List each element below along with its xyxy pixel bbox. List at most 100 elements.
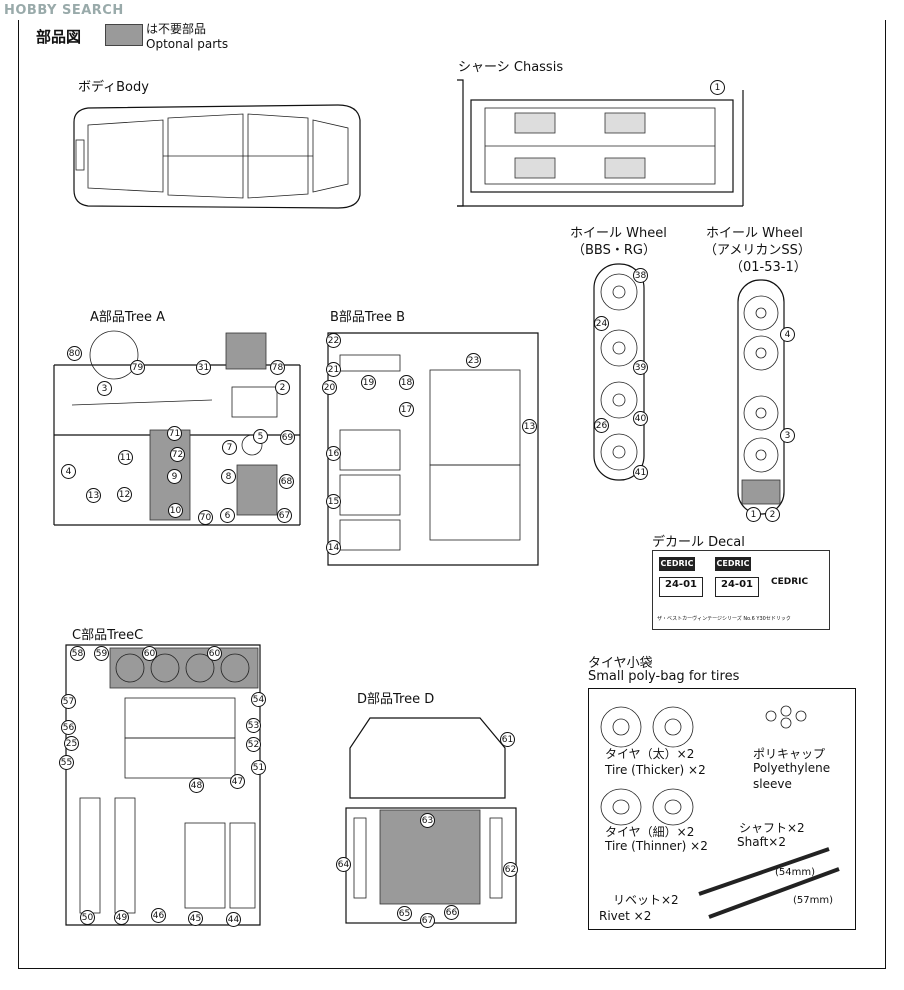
part-number: 78	[270, 360, 285, 375]
shaft-en: Shaft×2	[737, 835, 786, 849]
decal-cedric-tag: CEDRIC	[715, 557, 751, 571]
part-number: 2	[765, 507, 780, 522]
tree-a-label: A部品Tree A	[90, 310, 166, 325]
part-number: 61	[500, 732, 515, 747]
wheel-ss-code: （01-53-1）	[730, 260, 807, 275]
part-number: 14	[326, 540, 341, 555]
legend-title: 部品図	[36, 28, 82, 46]
part-number: 12	[117, 487, 132, 502]
polycap-jp: ポリキャップ	[753, 747, 826, 761]
part-number: 1	[710, 80, 725, 95]
tire-thin-en: Tire (Thinner) ×2	[605, 839, 708, 853]
decal-cedric-tag: CEDRIC	[659, 557, 695, 571]
wheel-bbs-label: ホイール Wheel	[570, 226, 667, 241]
body-label: ボディBody	[78, 80, 149, 95]
part-number: 63	[420, 813, 435, 828]
decal-plate: 24-01	[715, 577, 759, 597]
part-number: 23	[466, 353, 481, 368]
decal-cedric-text: CEDRIC	[771, 577, 809, 587]
part-number: 69	[280, 430, 295, 445]
wheel-bbs-sublabel: （BBS・RG）	[572, 243, 656, 258]
part-number: 59	[94, 646, 109, 661]
part-number: 24	[594, 316, 609, 331]
tree-c-label: C部品TreeC	[72, 628, 144, 643]
part-number: 50	[80, 910, 95, 925]
part-number: 5	[253, 429, 268, 444]
polycap-drawing	[765, 705, 807, 729]
part-number: 49	[114, 910, 129, 925]
rivet-en: Rivet ×2	[599, 909, 652, 923]
part-number: 10	[168, 503, 183, 518]
decal-caption: ザ・ベストカーヴィンテージシリーズ No.6 Y30セドリック	[657, 616, 791, 622]
part-number: 4	[61, 464, 76, 479]
polybag-label-en: Small poly-bag for tires	[588, 669, 740, 684]
wheel-ss-label: ホイール Wheel	[706, 226, 803, 241]
chassis-label: シャーシ Chassis	[458, 60, 564, 75]
part-number: 21	[326, 362, 341, 377]
part-number: 72	[170, 447, 185, 462]
part-number: 6	[220, 508, 235, 523]
part-number: 56	[61, 720, 76, 735]
watermark: HOBBY SEARCH	[4, 3, 124, 18]
part-number: 11	[118, 450, 133, 465]
part-number: 60	[142, 646, 157, 661]
part-number: 55	[59, 755, 74, 770]
tree-a-drawing	[53, 330, 301, 526]
tree-d-label: D部品Tree D	[357, 692, 435, 707]
part-number: 18	[399, 375, 414, 390]
part-number: 13	[522, 419, 537, 434]
part-number: 4	[780, 327, 795, 342]
part-number: 16	[326, 446, 341, 461]
part-number: 3	[97, 381, 112, 396]
part-number: 64	[336, 857, 351, 872]
part-number: 65	[397, 906, 412, 921]
part-number: 26	[594, 418, 609, 433]
part-number: 68	[279, 474, 294, 489]
shaft-length-2: (57mm)	[793, 895, 834, 906]
part-number: 67	[420, 913, 435, 928]
part-number: 80	[67, 346, 82, 361]
part-number: 3	[780, 428, 795, 443]
part-number: 44	[226, 912, 241, 927]
part-number: 47	[230, 774, 245, 789]
part-number: 8	[221, 469, 236, 484]
polybag-box: タイヤ（太）×2 Tire (Thicker) ×2 タイヤ（細）×2 Tire…	[588, 688, 856, 930]
part-number: 45	[188, 911, 203, 926]
rivet-jp: リベット×2	[613, 893, 679, 907]
part-number: 17	[399, 402, 414, 417]
part-number: 19	[361, 375, 376, 390]
tree-b-label: B部品Tree B	[330, 310, 406, 325]
part-number: 31	[196, 360, 211, 375]
polybag-label-jp: タイヤ小袋	[588, 656, 653, 671]
legend-text-en: Optonal parts	[146, 37, 229, 51]
wheel-ss-sublabel: （アメリカンSS）	[704, 243, 811, 258]
part-number: 15	[326, 494, 341, 509]
part-number: 67	[277, 508, 292, 523]
part-number: 62	[503, 862, 518, 877]
part-number: 54	[251, 692, 266, 707]
part-number: 38	[633, 268, 648, 283]
part-number: 79	[130, 360, 145, 375]
part-number: 66	[444, 905, 459, 920]
part-number: 25	[64, 736, 79, 751]
shaft-length-1: (54mm)	[775, 867, 816, 878]
legend-text-jp: は不要部品	[146, 22, 207, 36]
tire-thick-drawing	[600, 706, 694, 748]
shaft-jp: シャフト×2	[739, 821, 805, 835]
body-drawing	[73, 104, 361, 209]
part-number: 7	[222, 440, 237, 455]
part-number: 46	[151, 908, 166, 923]
decal-label: デカール Decal	[652, 535, 745, 550]
part-number: 48	[189, 778, 204, 793]
tree-b-drawing	[327, 332, 539, 566]
part-number: 40	[633, 411, 648, 426]
part-number: 1	[746, 507, 761, 522]
tire-thin-drawing	[600, 788, 694, 826]
wheel-ss-tree	[737, 279, 785, 515]
part-number: 39	[633, 360, 648, 375]
part-number: 41	[633, 465, 648, 480]
part-number: 2	[275, 380, 290, 395]
decal-sheet: CEDRIC CEDRIC 24-01 24-01 CEDRIC ザ・ベストカー…	[652, 550, 830, 630]
page-frame	[18, 20, 886, 969]
polycap-en-2: sleeve	[753, 777, 792, 791]
